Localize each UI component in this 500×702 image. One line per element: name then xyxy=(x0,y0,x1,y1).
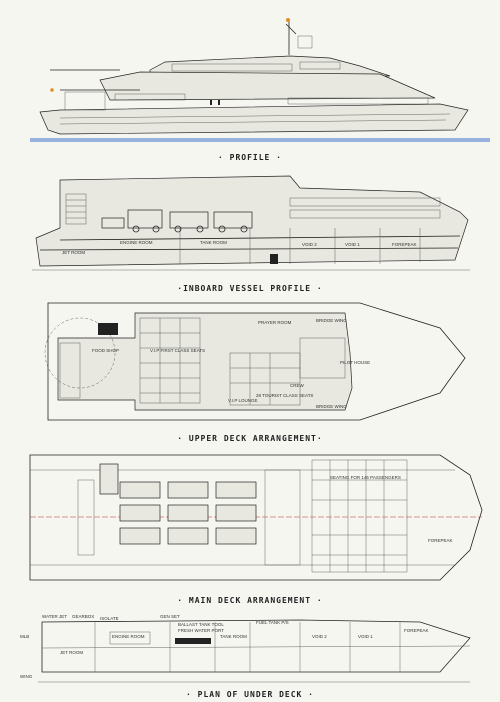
upper-title: · UPPER DECK ARRANGEMENT· xyxy=(177,434,323,443)
inboard-void2: VOID 2 xyxy=(302,242,317,247)
under-title: · PLAN OF UNDER DECK · xyxy=(186,690,314,699)
upper-tourist: 28 TOURIST CLASS SEATS xyxy=(256,393,314,398)
profile-title: · PROFILE · xyxy=(218,153,282,162)
upper-vip-first: V.I.P FIRST CLASS SEATS xyxy=(150,348,206,353)
under-wing: WING xyxy=(20,674,33,679)
main-title: · MAIN DECK ARRANGEMENT · xyxy=(177,596,323,605)
under-gearbox: GEARBOX xyxy=(72,614,95,619)
under-deck-drawing xyxy=(38,619,471,683)
under-fresh-water: FRESH WATER PORT xyxy=(178,628,224,633)
profile-drawing xyxy=(30,18,490,142)
under-mlb: MLB xyxy=(20,634,30,639)
inboard-forepeak: FOREPEAK xyxy=(392,242,417,247)
under-engine-room: ENGINE ROOM xyxy=(112,634,145,639)
upper-crew: CREW xyxy=(290,383,304,388)
main-seating: SEATING FOR 145 PASSENGERS xyxy=(330,475,401,480)
upper-vip-lounge: V.I.P LOUNGE xyxy=(228,398,258,403)
upper-deck-drawing xyxy=(44,302,466,421)
under-water-jet: WATER JET xyxy=(42,614,67,619)
under-fuel-tank: FUEL TANK P/S xyxy=(256,620,289,625)
under-isolate: ISOLATE xyxy=(100,616,119,621)
under-void1: VOID 1 xyxy=(358,634,373,639)
inboard-void1: VOID 1 xyxy=(345,242,360,247)
main-forepeak: FOREPEAK xyxy=(428,538,453,543)
upper-food-shop: FOOD SHOP xyxy=(92,348,120,353)
upper-prayer-room: PRAYER ROOM xyxy=(258,320,292,325)
under-void2: VOID 2 xyxy=(312,634,327,639)
upper-pilot-house: PILOT HOUSE xyxy=(340,360,371,365)
inboard-tank-room: TANK ROOM xyxy=(200,240,227,245)
under-tank-room: TANK ROOM xyxy=(220,634,247,639)
main-deck-drawing xyxy=(29,454,483,581)
inboard-jet-room: JET ROOM xyxy=(62,250,86,255)
inboard-title: ·INBOARD VESSEL PROFILE · xyxy=(177,284,323,293)
inboard-engine-room: ENGINE ROOM xyxy=(120,240,153,245)
inboard-profile-drawing xyxy=(32,175,470,271)
under-gen-set: GEN SET xyxy=(160,614,180,619)
under-ballast-tank: BALLAST TANK TOOL xyxy=(178,622,224,627)
upper-bridge-wing-top: BRIDGE WING xyxy=(316,318,347,323)
under-forepeak: FOREPEAK xyxy=(404,628,429,633)
under-jet-room: JET ROOM xyxy=(60,650,84,655)
upper-bridge-wing-bottom: BRIDGE WING xyxy=(316,404,347,409)
